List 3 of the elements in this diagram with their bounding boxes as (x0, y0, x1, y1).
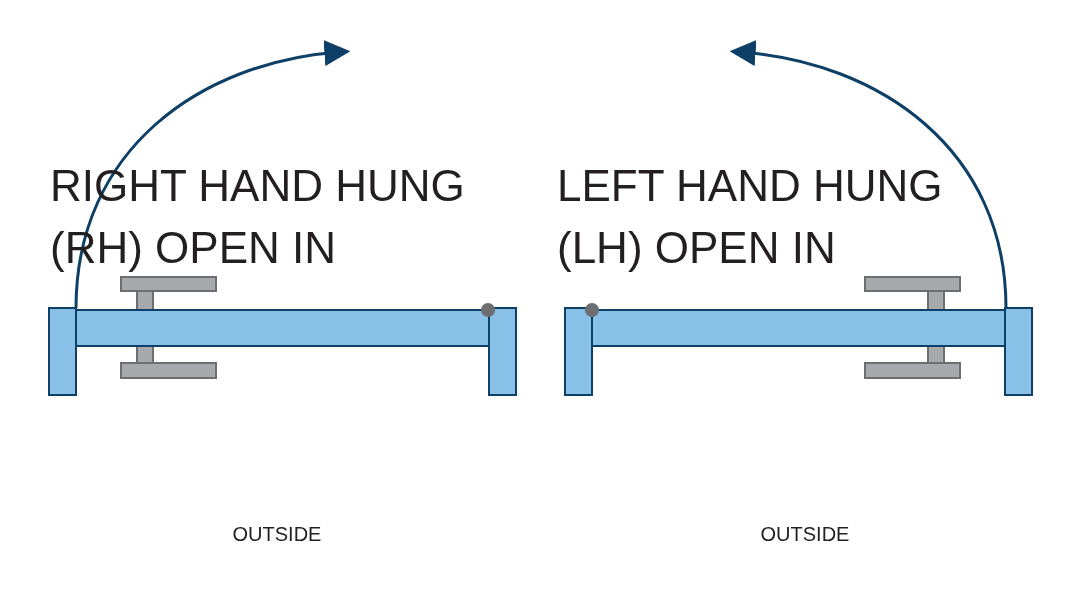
heading: LEFT HAND HUNG (LH) OPEN IN (557, 160, 944, 274)
side-label: OUTSIDE (759, 522, 851, 546)
side-label: OUTSIDE (231, 522, 323, 546)
